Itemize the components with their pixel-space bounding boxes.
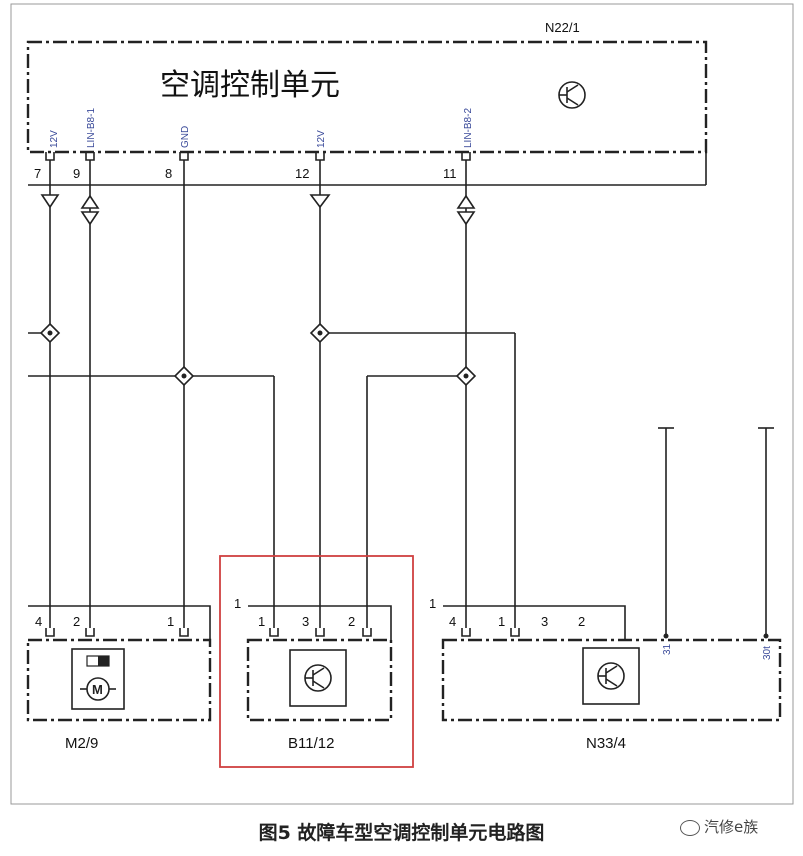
module-pin-numbers: 4 2 1 1 1 3 2 1 4 1 3 2	[35, 596, 585, 629]
pin-number: 12	[295, 166, 309, 181]
control-unit-title: 空调控制单元	[160, 68, 340, 103]
pin-number: 2	[73, 614, 80, 629]
pin-number: 3	[541, 614, 548, 629]
pin-signal-label: LIN-B8-2	[463, 108, 474, 148]
junction-points	[39, 322, 477, 387]
module-id: N33/4	[586, 735, 626, 752]
pin-number: 7	[34, 166, 41, 181]
module-connectors	[28, 605, 626, 640]
terminal-label: 31	[662, 643, 673, 655]
pin-signal-label: LIN-B8-1	[86, 108, 97, 148]
svg-text:M: M	[92, 682, 103, 697]
highlight-frame	[219, 555, 414, 768]
pin-number: 8	[165, 166, 172, 181]
transistor-icon	[597, 662, 625, 690]
wires	[28, 160, 774, 636]
control-unit-box: N22/1 空调控制单元	[26, 20, 708, 154]
watermark-text: 汽修e族	[704, 818, 759, 836]
watermark: 汽修e族	[680, 816, 758, 837]
transistor-icon	[304, 664, 332, 692]
module-id: B11/12	[288, 735, 334, 752]
pin-number: 11	[443, 166, 457, 181]
transistor-icon	[558, 81, 586, 109]
figure-caption: 图5 故障车型空调控制单元电路图	[258, 822, 545, 844]
motor-icon: M	[80, 655, 116, 701]
module-id: M2/9	[65, 735, 98, 752]
pin-number: 3	[302, 614, 309, 629]
pin-number: 2	[578, 614, 585, 629]
module-n33-4: 31 30t N33/4	[441, 633, 782, 752]
pin-number: 2	[348, 614, 355, 629]
terminal-label: 30t	[762, 646, 773, 660]
connector-number: 1	[429, 596, 436, 611]
pin-number: 1	[167, 614, 174, 629]
pin-number: 1	[498, 614, 505, 629]
pin-number: 4	[35, 614, 42, 629]
connector-number: 1	[234, 596, 241, 611]
pin-number: 1	[258, 614, 265, 629]
pin-signal-label: GND	[180, 126, 191, 148]
pin-number: 4	[449, 614, 456, 629]
pin-signal-labels: 12V LIN-B8-1 GND 12V LIN-B8-2	[49, 108, 474, 148]
pin-signal-label: 12V	[49, 130, 60, 148]
diode-symbols	[40, 194, 476, 226]
module-m2-9: M M2/9	[26, 638, 212, 752]
module-b11-12: B11/12	[219, 555, 414, 768]
pin-numbers: 7 9 8 12 11	[34, 166, 457, 181]
pin-number: 9	[73, 166, 80, 181]
pin-signal-label: 12V	[316, 130, 327, 148]
wechat-icon	[680, 819, 700, 836]
control-unit-id: N22/1	[545, 20, 580, 35]
